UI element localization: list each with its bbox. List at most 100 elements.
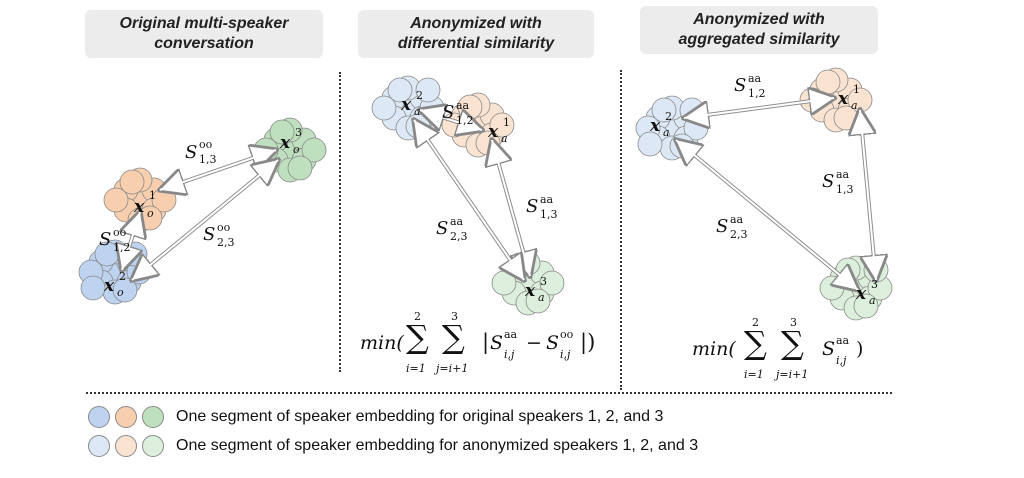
p2-s23: S xyxy=(436,218,448,239)
formula-differential: min( 2 ∑ i=1 3 ∑ j=i+1 | S aa i,j − S oo… xyxy=(360,310,610,380)
p1-s12-sup: oo xyxy=(113,226,127,239)
p2-s12: S xyxy=(442,102,454,123)
panel3-title-line2: aggregated similarity xyxy=(678,31,840,48)
embedding-segment xyxy=(853,293,879,319)
f3-sum1-top: 2 xyxy=(752,316,759,329)
f3-sum2-bottom: j=i+1 xyxy=(776,368,809,381)
panel2-title-line1: Anonymized with xyxy=(410,15,542,32)
f3-sum2: ∑ xyxy=(781,324,804,362)
p2-x2-sub: a xyxy=(414,105,421,118)
panel3-title: Anonymized with aggregated similarity xyxy=(640,6,878,54)
p1-x2-label: x xyxy=(103,276,115,296)
p3-x3-label: x xyxy=(855,284,867,304)
p3-x2-label: x xyxy=(649,116,661,136)
panel1-labels: x o 1 x o 2 x o 3 S oo 1,3 S oo 1,2 S oo… xyxy=(99,126,302,299)
p3-s23: S xyxy=(716,216,728,237)
f3-close: ) xyxy=(856,338,864,360)
p1-s13-sub: 1,3 xyxy=(199,153,217,166)
separator-legend xyxy=(86,392,892,394)
embedding-segment xyxy=(539,270,565,296)
p2-x1-sub: a xyxy=(501,132,508,145)
p2-s23-sub: 2,3 xyxy=(450,230,468,243)
f2-s-o-sub: i,j xyxy=(560,348,571,361)
similarity-arrow-p3-s13 xyxy=(860,110,876,280)
p2-s12-sub: 1,2 xyxy=(456,114,474,127)
p2-x1-label: x xyxy=(487,122,499,142)
panel1-title: Original multi-speaker conversation xyxy=(85,10,323,58)
embedding-segment xyxy=(112,277,138,303)
p3-s23-sub: 2,3 xyxy=(730,228,748,241)
f3-s-sup: aa xyxy=(836,334,850,347)
f2-sum2: ∑ xyxy=(442,318,465,356)
panel2-title-line2: differential similarity xyxy=(397,35,555,52)
f2-s-o: S xyxy=(546,332,560,354)
p3-x2-sub: a xyxy=(663,126,670,139)
panel1-title-line2: conversation xyxy=(154,35,254,52)
embedding-segment xyxy=(525,288,551,314)
similarity-arrow-p1-s13 xyxy=(160,150,276,190)
p3-s13-sup: aa xyxy=(836,168,850,181)
p2-x2-sup: 2 xyxy=(416,89,423,102)
embedding-segment xyxy=(119,169,145,195)
panel2-title: Anonymized with differential similarity xyxy=(358,10,594,58)
embedding-segment xyxy=(637,131,663,157)
p1-x3-sub: o xyxy=(293,143,300,156)
embedding-segment xyxy=(287,155,313,181)
p1-s13-sup: oo xyxy=(199,138,213,151)
separator-panel1-panel2 xyxy=(339,72,341,372)
legend-text-anonymized: One segment of speaker embedding for ano… xyxy=(176,437,699,454)
p1-s23-sup: oo xyxy=(217,221,231,234)
p3-x1-sub: a xyxy=(851,99,858,112)
legend-dot-anonymized-1 xyxy=(88,435,110,457)
p3-s12-sub: 1,2 xyxy=(748,87,766,100)
f2-sum2-top: 3 xyxy=(451,310,458,323)
f3-min: min( xyxy=(692,338,736,360)
f3-sum1-bottom: i=1 xyxy=(744,368,764,381)
p2-x3-label: x xyxy=(524,281,536,301)
p3-s13-sub: 1,3 xyxy=(836,183,854,196)
p1-s12-sub: 1,2 xyxy=(113,241,131,254)
p1-x2-sub: o xyxy=(117,286,124,299)
f3-sum2-top: 3 xyxy=(790,316,797,329)
similarity-arrow-p1-s23 xyxy=(132,160,278,280)
legend-dot-anonymized-2 xyxy=(115,435,137,457)
p1-x3-label: x xyxy=(279,133,291,153)
f2-s-o-sup: oo xyxy=(560,328,574,341)
p1-s23: S xyxy=(203,224,215,245)
f2-sum2-bottom: j=i+1 xyxy=(436,362,469,375)
legend-dot-original-1 xyxy=(88,406,110,428)
f2-bar-open: | xyxy=(482,330,490,354)
p2-x3-sub: a xyxy=(538,291,545,304)
legend-dot-original-3 xyxy=(142,406,164,428)
p1-x2-sup: 2 xyxy=(119,270,126,283)
f2-sum1: ∑ xyxy=(406,318,429,356)
f3-s: S xyxy=(822,338,836,360)
p2-s13-sub: 1,3 xyxy=(540,208,558,221)
embedding-segment xyxy=(269,119,295,145)
panel3-title-line1: Anonymized with xyxy=(693,11,825,28)
similarity-arrow-p3-s12 xyxy=(684,98,834,118)
embedding-segment xyxy=(651,97,677,123)
p3-x3-sub: a xyxy=(869,294,876,307)
p3-x1-sup: 1 xyxy=(853,83,860,96)
p2-s13-sup: aa xyxy=(540,193,554,206)
legend-text-original: One segment of speaker embedding for ori… xyxy=(176,408,664,425)
f3-s-sub: i,j xyxy=(836,354,847,367)
embedding-segment xyxy=(80,275,106,301)
similarity-arrow-p3-s23 xyxy=(676,140,858,290)
p1-x1-sub: o xyxy=(147,207,154,220)
similarity-arrow-p2-s13 xyxy=(492,140,530,276)
p3-x2-sup: 2 xyxy=(665,110,672,123)
embedding-segment xyxy=(835,257,861,283)
p1-s13: S xyxy=(185,142,197,163)
f2-s-a-sub: i,j xyxy=(504,348,515,361)
similarity-arrow-p2-s23 xyxy=(414,120,524,280)
p1-x1-label: x xyxy=(133,197,145,217)
p3-x3-sup: 3 xyxy=(871,278,878,291)
p3-s12-sup: aa xyxy=(748,72,762,85)
p2-s23-sup: aa xyxy=(450,215,464,228)
formula-aggregated: min( 2 ∑ i=1 3 ∑ j=i+1 S aa i,j ) xyxy=(692,316,882,386)
p1-x3-sup: 3 xyxy=(295,126,302,139)
legend-dot-original-2 xyxy=(115,406,137,428)
